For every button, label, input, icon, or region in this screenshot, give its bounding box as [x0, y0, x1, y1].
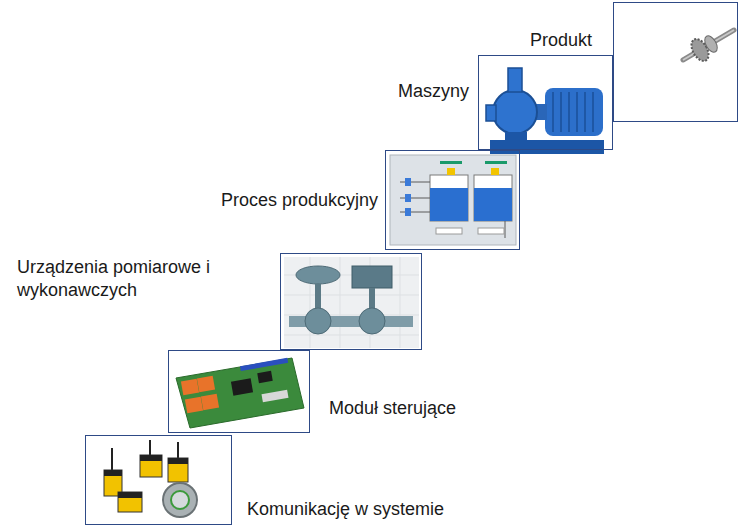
step-box: Moduł sterujące — [168, 350, 310, 433]
control-module-picture — [176, 358, 304, 428]
step-box: Urządzenia pomiarowe i wykonawczych — [280, 253, 422, 350]
step-label: Proces produkcyjny — [221, 189, 378, 212]
gear-shaft-picture — [683, 30, 734, 64]
valves-picture — [284, 257, 419, 348]
process-screen-picture — [390, 155, 516, 245]
pump-picture — [486, 68, 604, 154]
step-label: Komunikację w systemie — [247, 498, 444, 521]
step-label: Urządzenia pomiarowe i wykonawczych — [17, 256, 257, 301]
step-label: Moduł sterujące — [329, 397, 456, 420]
step-box: Komunikację w systemie — [85, 435, 232, 525]
step-box: Maszyny — [478, 55, 613, 150]
step-label: Produkt — [530, 29, 592, 52]
step-label: Maszyny — [398, 80, 469, 103]
step-box: Proces produkcyjny — [385, 150, 520, 250]
communication-devices-picture — [104, 440, 197, 517]
step-box: Produkt — [613, 2, 738, 122]
